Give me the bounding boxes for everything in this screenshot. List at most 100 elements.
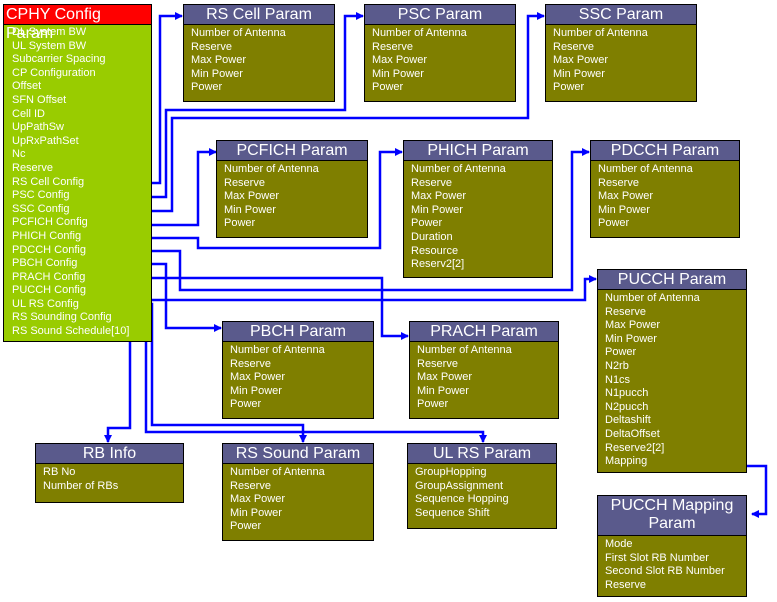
field-row: N1pucch xyxy=(605,387,649,400)
field-row: Number of Antenna xyxy=(191,27,286,39)
psc-param-title: PSC Param xyxy=(365,5,515,25)
field-row: Reserve xyxy=(553,40,594,53)
field-row: N1cs xyxy=(605,373,631,386)
field-row: Power xyxy=(598,217,630,230)
field-row: RS Sound Schedule[10] xyxy=(12,325,130,338)
field-row: Sequence Hopping xyxy=(415,493,509,506)
field-row: Min Power xyxy=(411,203,463,216)
field-row: Second Slot RB Number xyxy=(605,565,725,578)
field-row: GroupHopping xyxy=(415,466,487,478)
field-row: GroupAssignment xyxy=(415,479,504,492)
field-row: Power xyxy=(230,520,262,533)
prach-param-title: PRACH Param xyxy=(410,322,558,342)
field-row: Reserve xyxy=(224,176,265,189)
field-row: Reserv2[2] xyxy=(411,258,465,271)
field-row: Number of Antenna xyxy=(553,27,648,39)
arrow-psc xyxy=(88,12,364,199)
field-row: SSC Config xyxy=(12,202,70,215)
cphy-config-param-title: CPHY Config Param xyxy=(4,5,151,42)
field-row: PHICH Config xyxy=(12,229,82,242)
field-row: Nc xyxy=(12,148,26,161)
field-row: Deltashift xyxy=(605,414,651,427)
field-row: Reserve xyxy=(417,357,458,370)
field-row: RB No xyxy=(43,466,76,478)
field-row: Number of Antenna xyxy=(605,292,700,304)
field-row: Min Power xyxy=(191,67,243,80)
field-row: Number of Antenna xyxy=(230,344,325,356)
field-row: Power xyxy=(605,346,637,359)
field-row: Mode xyxy=(605,538,633,550)
field-row: UL RS Config xyxy=(12,297,79,310)
field-row: Reserve xyxy=(191,40,232,53)
field-row: UpRxPathSet xyxy=(12,134,79,147)
field-row: CP Configuration xyxy=(12,66,96,79)
field-row: Mapping xyxy=(605,455,648,468)
field-row: Reserve xyxy=(230,479,271,492)
field-row: Reserve xyxy=(230,357,271,370)
field-row: Reserve xyxy=(605,578,646,591)
field-row: Resource xyxy=(411,244,459,257)
pucch-param-title: PUCCH Param xyxy=(598,270,746,290)
field-row: PDCCH Config xyxy=(12,243,86,256)
field-row: SFN Offset xyxy=(12,93,67,106)
pdcch-param-title: PDCCH Param xyxy=(591,141,739,161)
field-row: Max Power xyxy=(191,54,247,67)
field-row: Power xyxy=(411,217,443,230)
field-row: Reserve xyxy=(12,161,53,174)
field-row: Max Power xyxy=(553,54,609,67)
rb-info-title: RB Info xyxy=(36,444,183,464)
field-row: DL System BW xyxy=(12,26,87,38)
field-row: Max Power xyxy=(417,371,473,384)
phich-param-title: PHICH Param xyxy=(404,141,552,161)
field-row: Max Power xyxy=(598,190,654,203)
field-row: Max Power xyxy=(224,190,280,203)
pbch-param-title: PBCH Param xyxy=(223,322,373,342)
field-row: Min Power xyxy=(598,203,650,216)
field-row: Min Power xyxy=(230,384,282,397)
field-row: Max Power xyxy=(372,54,428,67)
field-row: Number of Antenna xyxy=(598,163,693,175)
field-row: Max Power xyxy=(230,493,286,506)
field-row: Number of Antenna xyxy=(230,466,325,478)
field-row: Subcarrier Spacing xyxy=(12,53,106,66)
field-row: First Slot RB Number xyxy=(605,551,709,564)
field-row: Duration xyxy=(411,230,453,243)
pucch-mapping-param-title: PUCCH Mapping Param xyxy=(598,496,746,536)
field-row: PBCH Config xyxy=(12,257,78,270)
arrow-rb-info xyxy=(104,337,140,443)
field-row: PCFICH Config xyxy=(12,216,88,229)
field-row: Max Power xyxy=(230,371,286,384)
field-row: Number of Antenna xyxy=(372,27,467,39)
arrow-ssc xyxy=(88,12,545,213)
field-row: Offset xyxy=(12,80,42,93)
field-row: Max Power xyxy=(411,190,467,203)
field-row: Power xyxy=(191,81,223,94)
ul-rs-param-title: UL RS Param xyxy=(408,444,556,464)
field-row: Reserve2[2] xyxy=(605,441,665,454)
field-row: Sequence Shift xyxy=(415,506,490,519)
arrow-ul-rs xyxy=(144,318,487,443)
field-row: Reserve xyxy=(411,176,452,189)
field-row: Min Power xyxy=(553,67,605,80)
field-row: Reserve xyxy=(598,176,639,189)
rs-sound-param-title: RS Sound Param xyxy=(223,444,373,464)
pcfich-param-title: PCFICH Param xyxy=(217,141,367,161)
